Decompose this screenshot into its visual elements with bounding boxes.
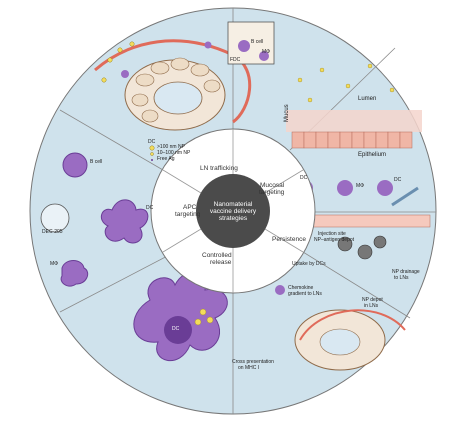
label-mphi-mucosal: MΦ [356,183,365,189]
label-dc-ln: DC [148,139,156,145]
ln-trafficking-illustration [94,21,275,161]
label-np-large: >100 nm NP [157,144,185,150]
dc-apc [100,199,149,244]
mucus-layer [286,110,422,132]
label-b-cell: B cell [90,159,103,165]
label-injection-site-line2: NP–antigen depot [314,237,355,243]
label-uptake-by-dcs: Uptake by DCs [292,261,326,267]
label-epithelium: Epithelium [358,152,387,158]
dc-in-vessel [121,41,212,78]
label-chemokine-line2: gradient to LNs [288,291,322,297]
label-injection-site-line1: Injection site [318,231,346,237]
lymph-node-persistence-core [319,328,361,356]
b-cell-inset [238,40,250,52]
legend-np-small-swatch [150,152,154,156]
lymph-vessel [94,39,252,124]
label-dc-controlled: DC [172,326,180,332]
np-large-particles [101,41,135,83]
label-mucus: Mucus [284,104,290,122]
dc-nucleus [164,316,192,344]
legend-np-large-swatch [149,145,155,151]
lymph-node-follicles [131,57,221,123]
center-disc [196,174,270,248]
b-cell [62,152,88,178]
apc-targeting-illustration [40,152,149,287]
label-cross-presentation-line1: Cross presentation [232,359,274,365]
label-fdc: FDC [230,57,241,63]
label-dc-mucosal-right: DC [394,177,402,183]
drainage-vessel [299,309,406,341]
legend-free-ag-swatch [151,159,153,161]
segment-apc-line1: APC [183,204,197,211]
inner-ring-dividers [162,129,304,293]
label-dec-205: DEC-205 [42,229,63,235]
label-np-depot-line1: NP depot [362,297,383,303]
segment-controlled-line2: release [210,259,232,266]
label-dc-mucosal-left: DC [300,175,308,181]
endosome-particles [194,308,214,326]
center-title-line1: Nanomaterial [213,201,253,208]
lymph-node-core [153,81,203,115]
mphi-inset [259,51,269,61]
segment-apc-line2: targeting [175,211,201,218]
label-cross-presentation-line2: on MHC I [238,365,260,371]
label-free-ag: Free Ag [157,156,175,162]
center-title-line2: vaccine delivery [209,208,257,215]
label-dc-apc: DC [146,205,154,211]
label-mphi-apc: MΦ [50,261,59,267]
center-title-line3: strategies [218,215,248,222]
label-b-cell-inset: B cell [251,39,264,45]
segment-persistence: Persistence [272,236,306,243]
dec-205-zoom [40,203,70,233]
syringe [391,186,419,207]
controlled-release-illustration [133,271,228,362]
label-mphi-inset: MΦ [262,49,271,55]
label-lumen: Lumen [358,96,377,102]
skin-layer [299,214,431,228]
label-np-drainage-line1: NP drainage [392,269,420,275]
label-chemokine-line1: Chemokine [288,285,314,291]
segment-mucosal-line2: targeting [259,189,285,196]
mphi-apc [60,260,89,287]
segment-mucosal-line1: Mucosal [260,182,285,189]
epithelium-cells [291,131,413,149]
segment-controlled-line1: Controlled [202,252,232,259]
label-np-drainage-line2: to LNs [394,275,409,281]
segment-ln-trafficking: LN trafficking [200,165,238,172]
np-antigen-depot [337,235,387,260]
label-np-small: 10–100 nm NP [157,150,191,156]
lumen-particles [297,63,395,103]
label-np-depot-line2: in LNs [364,303,379,309]
